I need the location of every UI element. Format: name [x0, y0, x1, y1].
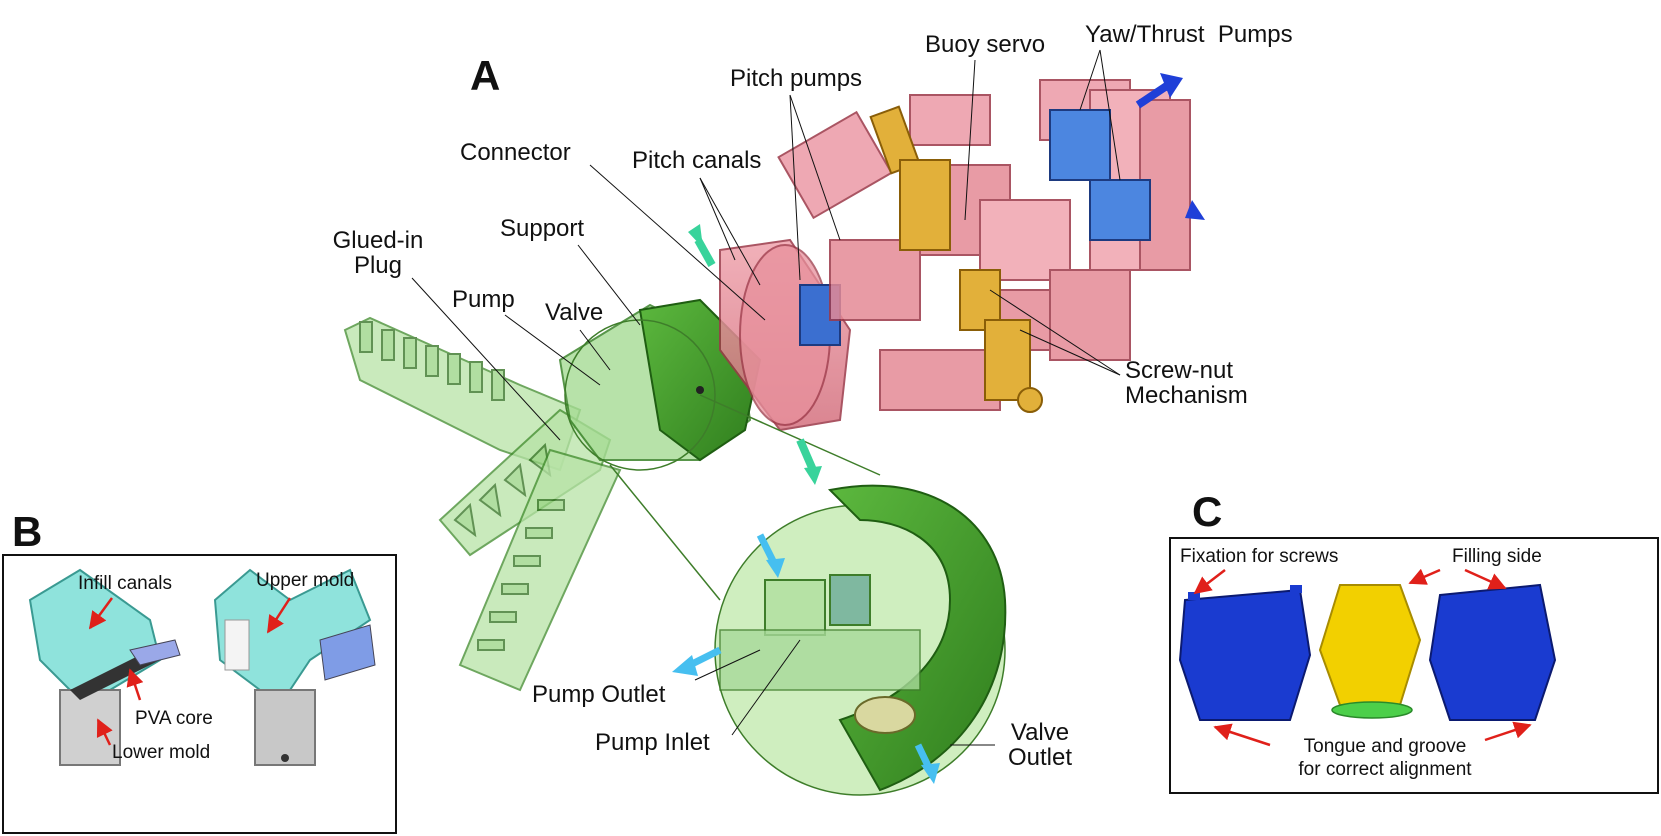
mold-left	[28, 568, 181, 766]
label-lower-mold: Lower mold	[112, 742, 211, 763]
label-glued-in-plug: Glued-in Plug	[332, 227, 424, 280]
label-support: Support	[500, 215, 585, 242]
label-connector: Connector	[460, 139, 571, 166]
red-arrows-c	[1193, 568, 1532, 747]
mold-yellow-center	[1318, 584, 1422, 719]
panel-b-frame	[2, 554, 397, 834]
label-pitch-pumps: Pitch pumps	[730, 65, 863, 92]
label-valve: Valve	[545, 299, 604, 326]
panel-label-a: A	[470, 52, 501, 99]
label-upper-mold: Upper mold	[256, 570, 355, 591]
label-filling-side: Filling side	[1452, 546, 1542, 567]
label-buoy-servo: Buoy servo	[925, 31, 1046, 58]
red-arrows-b	[88, 597, 292, 746]
support-body	[558, 298, 762, 471]
mold-blue-left	[1178, 585, 1312, 721]
label-valve-outlet: Valve Outlet	[1007, 719, 1073, 772]
soft-finger-upper	[343, 316, 582, 472]
label-fixation-for-screws: Fixation for screws	[1180, 546, 1339, 567]
blue-pumps	[1049, 109, 1151, 241]
label-screw-nut-mechanism: Screw-nut Mechanism	[1125, 357, 1248, 410]
label-yaw-thrust-pumps: Yaw/Thrust Pumps	[1085, 21, 1293, 48]
panel-label-b: B	[12, 508, 43, 555]
soft-finger-lower	[458, 448, 622, 692]
screw-nut-gold	[869, 105, 1043, 413]
pink-body	[719, 238, 852, 432]
panel-label-c: C	[1192, 488, 1223, 535]
zoom-lines	[609, 394, 881, 601]
label-infill-canals: Infill canals	[78, 573, 172, 594]
label-pitch-canals: Pitch canals	[632, 147, 762, 174]
mold-right	[213, 568, 376, 766]
label-pump-outlet: Pump Outlet	[532, 681, 666, 708]
label-pump: Pump	[452, 286, 515, 313]
mold-blue-right	[1428, 583, 1557, 721]
label-pva-core: PVA core	[135, 708, 213, 729]
zoom-detail	[714, 484, 1007, 796]
label-tongue-and-groove: Tongue and groove for correct alignment	[1298, 736, 1472, 780]
panel-c-frame	[1169, 537, 1659, 794]
arrows-a	[672, 73, 1205, 784]
label-pump-inlet: Pump Inlet	[595, 729, 710, 756]
leader-lines-a	[411, 49, 1121, 746]
